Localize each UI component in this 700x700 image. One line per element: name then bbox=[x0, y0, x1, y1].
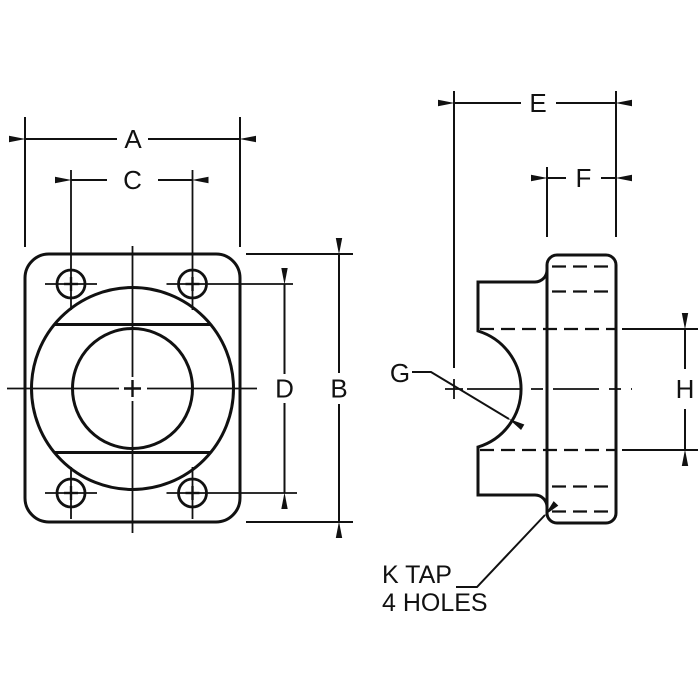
dimension-C: C bbox=[55, 165, 209, 195]
front-view: A C B D bbox=[7, 117, 353, 538]
dim-label-F: F bbox=[576, 163, 592, 193]
side-centerline bbox=[445, 379, 632, 399]
dimension-E: E bbox=[438, 88, 632, 368]
tap-note: K TAP 4 HOLES bbox=[382, 501, 559, 617]
side-view: E F H G K TAP 4 HOLES bbox=[382, 88, 698, 617]
tap-note-line1: K TAP bbox=[382, 561, 452, 589]
leader-line bbox=[412, 371, 525, 430]
dim-label-D: D bbox=[275, 374, 294, 404]
dimension-D: D bbox=[275, 268, 294, 509]
dimension-A: A bbox=[9, 117, 256, 247]
front-centerlines bbox=[7, 246, 257, 533]
dim-label-E: E bbox=[529, 88, 546, 118]
bolt-hole-bottom-right bbox=[166, 467, 297, 519]
dim-label-H: H bbox=[676, 374, 695, 404]
dimension-B: B bbox=[246, 238, 353, 538]
bolt-hole-bottom-left bbox=[45, 467, 97, 519]
boss-profile bbox=[476, 269, 549, 508]
dim-label-G: G bbox=[390, 358, 410, 388]
dim-label-B: B bbox=[330, 374, 347, 404]
leader-line bbox=[456, 501, 559, 588]
tap-note-line2: 4 HOLES bbox=[382, 589, 488, 617]
bolt-hole-top-left bbox=[45, 170, 97, 310]
dim-label-A: A bbox=[124, 124, 142, 154]
dim-label-C: C bbox=[123, 165, 142, 195]
bolt-hole-top-right bbox=[166, 170, 293, 310]
dimension-F: F bbox=[531, 163, 632, 237]
dimension-H: H bbox=[622, 313, 698, 466]
dimension-G: G bbox=[390, 358, 525, 430]
